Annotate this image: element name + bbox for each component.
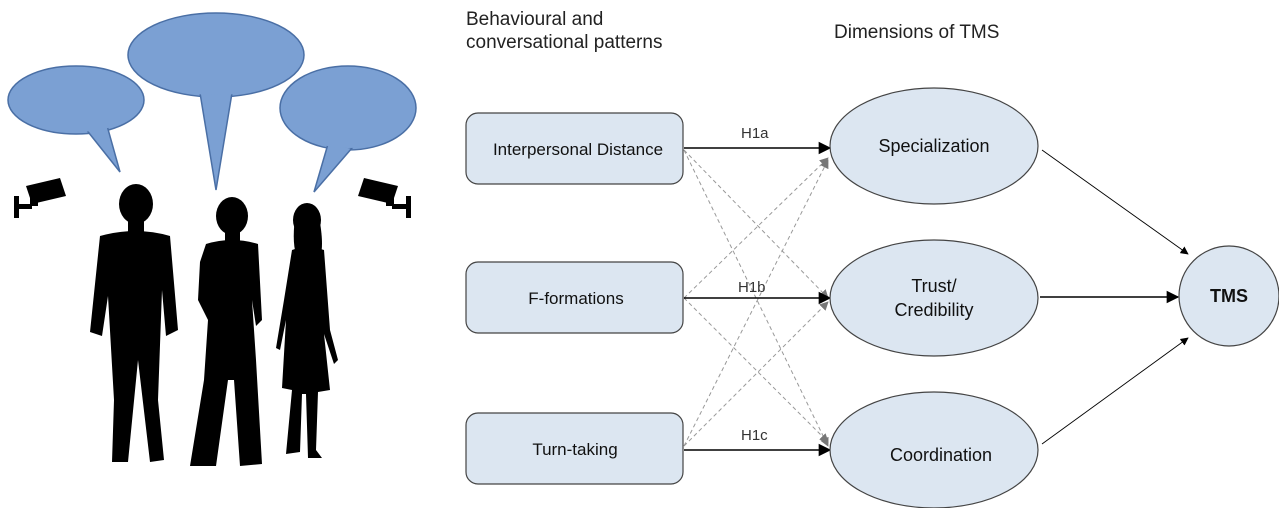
- dimension-label-line: Specialization: [878, 136, 989, 156]
- label-h1c: H1c: [741, 427, 768, 444]
- pattern-box-interpersonal-distance: Interpersonal Distance: [465, 112, 684, 185]
- dimension-node-specialization: Specialization: [829, 87, 1039, 205]
- speech-bubble-icon: [279, 65, 417, 193]
- header-dimensions: Dimensions of TMS: [834, 21, 999, 44]
- label-h1a: H1a: [741, 125, 769, 142]
- pattern-label: Interpersonal Distance: [493, 140, 663, 159]
- dimension-label-line: Trust/: [911, 276, 956, 296]
- pattern-box-f-formations: F-formations: [465, 261, 684, 334]
- pattern-label: F-formations: [528, 289, 623, 308]
- cctv-camera-icon: [358, 178, 411, 218]
- cctv-camera-icon: [14, 178, 66, 218]
- header-patterns-text: Behavioural and conversational patterns: [466, 9, 663, 53]
- label-h1b: H1b: [738, 279, 766, 296]
- tms-node: TMS: [1178, 245, 1279, 347]
- pattern-box-turn-taking: Turn-taking: [465, 412, 684, 485]
- people-silhouette-icon: [90, 184, 338, 466]
- header-dimensions-text: Dimensions of TMS: [834, 22, 1000, 43]
- header-patterns: Behavioural and conversational patterns: [466, 8, 706, 54]
- dimension-node-coordination: Coordination: [829, 391, 1039, 508]
- dimension-label-line: Credibility: [894, 300, 973, 320]
- speech-bubble-icon: [127, 12, 305, 191]
- hypothesis-arrows: [684, 141, 832, 457]
- speech-bubble-icon: [7, 65, 145, 173]
- pattern-label: Turn-taking: [532, 440, 617, 459]
- tms-arrows: [1040, 149, 1189, 445]
- tms-label: TMS: [1210, 286, 1248, 306]
- dimension-node-trust-credibility: Trust/ Credibility: [829, 239, 1039, 357]
- dimension-label-line: Coordination: [890, 445, 992, 465]
